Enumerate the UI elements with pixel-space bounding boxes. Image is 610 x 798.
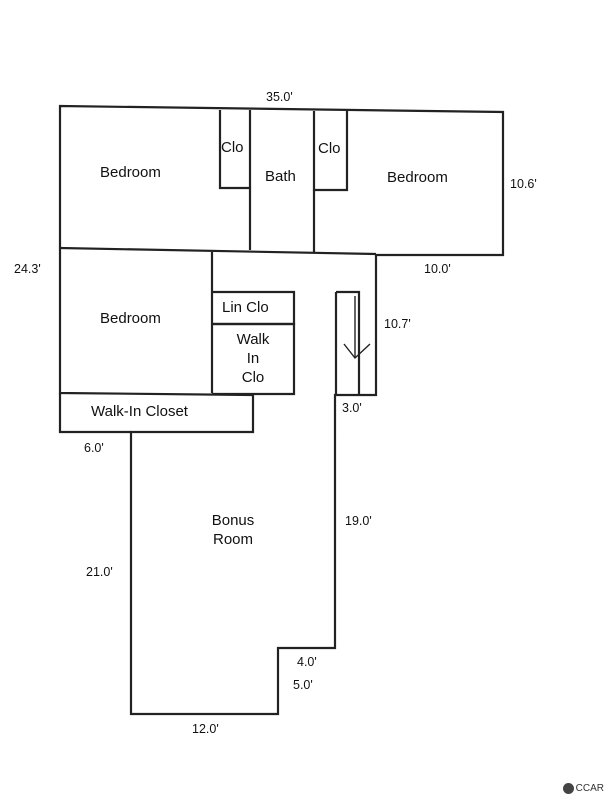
ccar-logo-icon xyxy=(562,783,574,794)
walk-in-closet-box xyxy=(58,393,131,434)
stair-arrow-icon xyxy=(343,296,371,360)
bonus-room-line-1: Bonus xyxy=(211,512,255,529)
dim-left-total: 24.3' xyxy=(14,262,41,276)
bedroom-top-right-label: Bedroom xyxy=(387,169,448,186)
dim-notch-height: 5.0' xyxy=(293,678,313,692)
dim-bonus-bottom: 12.0' xyxy=(192,722,219,736)
walk-in-closet-label: Walk-In Closet xyxy=(91,403,188,420)
clo-left-label: Clo xyxy=(221,139,244,156)
bonus-room-line-2: Room xyxy=(212,531,253,548)
dim-bonus-left: 21.0' xyxy=(86,565,113,579)
bath-label: Bath xyxy=(265,168,296,185)
bedroom-top-left-label: Bedroom xyxy=(100,164,161,181)
dim-notch-width: 4.0' xyxy=(297,655,317,669)
walk-in-clo-label: Walk In Clo xyxy=(212,330,294,387)
dim-step-width: 10.0' xyxy=(424,262,451,276)
ccar-watermark-text: CCAR xyxy=(575,783,604,794)
dim-stair-height: 10.7' xyxy=(384,317,411,331)
dim-stair-width: 3.0' xyxy=(342,401,362,415)
stair-box xyxy=(334,290,361,395)
dim-closet-ext: 6.0' xyxy=(84,441,104,455)
walk-in-clo-line-2: In xyxy=(246,350,260,367)
lin-clo-label: Lin Clo xyxy=(222,299,269,316)
dim-right-top: 10.6' xyxy=(510,177,537,191)
walk-in-clo-line-1: Walk xyxy=(236,331,270,348)
clo-right-label: Clo xyxy=(318,140,341,157)
top-row-wall xyxy=(59,246,377,256)
walk-in-clo-box xyxy=(212,322,296,396)
dim-top-width: 35.0' xyxy=(266,90,293,104)
walk-in-clo-line-3: Clo xyxy=(241,369,265,386)
upper-floor-outline xyxy=(58,104,505,716)
dim-bonus-right: 19.0' xyxy=(345,514,372,528)
clo-left-wall xyxy=(218,110,252,250)
bonus-room-label: Bonus Room xyxy=(193,511,273,549)
clo-right-wall xyxy=(312,111,349,192)
ccar-watermark: CCAR xyxy=(562,783,604,794)
bedroom-middle-label: Bedroom xyxy=(100,310,161,327)
